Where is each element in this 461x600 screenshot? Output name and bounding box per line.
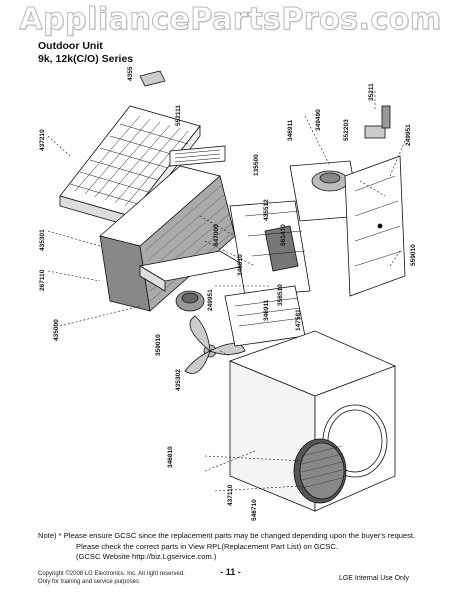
- note-line-1: Note) * Please ensure GCSC since the rep…: [38, 531, 416, 540]
- note: Note) * Please ensure GCSC since the rep…: [38, 531, 415, 563]
- watermark: AppliancePartsPros.com: [19, 2, 442, 38]
- control-box: [229, 200, 311, 297]
- callout-4: 135500: [253, 154, 260, 176]
- page-number: - 11 -: [220, 567, 241, 577]
- exploded-view-diagram: 435511 437210 552111 135500 346911 34949…: [39, 66, 417, 521]
- title-line-1: Outdoor Unit: [38, 40, 103, 52]
- callout-9: 249951: [405, 124, 412, 146]
- base-pan: [138, 250, 247, 292]
- diagram-title: Outdoor Unit 9k, 12k(C/O) Series: [38, 40, 133, 66]
- callout-2: 437210: [39, 129, 46, 151]
- callout-labels: 435511 437210 552111 135500 346911 34949…: [39, 66, 417, 521]
- training-text: Only for training and service purposes: [38, 579, 140, 585]
- grille: [169, 145, 226, 167]
- callout-1: 435511: [127, 66, 134, 81]
- fan-blade: [184, 315, 246, 374]
- callout-24: 346810: [167, 446, 174, 468]
- internal-use-label: LGE Internal Use Only: [338, 575, 409, 582]
- callout-6: 349490: [315, 109, 322, 131]
- callout-26: 546710: [251, 499, 258, 521]
- callout-22: 147581: [295, 309, 302, 331]
- callout-5: 346911: [287, 119, 294, 141]
- title-line-2: 9k, 12k(C/O) Series: [38, 53, 134, 65]
- callout-23: 435302: [175, 369, 182, 391]
- callout-17: 435000: [53, 319, 60, 341]
- callout-7: 552203: [343, 119, 350, 141]
- callout-12: 435512: [263, 199, 270, 221]
- leader-lines: [47, 91, 406, 492]
- copyright-text: Copyright ©2008 LG Electronics. Inc. All…: [38, 571, 185, 577]
- callout-25: 437110: [227, 484, 234, 506]
- callout-20: 356510: [277, 284, 284, 306]
- callout-14: 267110: [39, 269, 46, 291]
- callout-3: 552111: [175, 105, 182, 126]
- callout-11: 435301: [39, 229, 46, 251]
- callout-8: 35211: [368, 83, 375, 101]
- note-line-3: (GCSC Website http://biz.Lgservice.com.): [76, 552, 217, 561]
- callout-15: 346810: [237, 254, 244, 276]
- compressor-assembly: [289, 160, 361, 222]
- discharge-grille: [293, 438, 347, 504]
- top-bracket: [139, 70, 166, 87]
- note-line-2: Please check the correct parts in View R…: [76, 541, 338, 551]
- callout-18: 249951: [207, 289, 214, 311]
- footer-copyright: Copyright ©2008 LG Electronics. Inc. All…: [38, 570, 185, 586]
- callout-21: 359010: [155, 334, 162, 356]
- fan-motor: [175, 290, 205, 312]
- callout-16: 559010: [410, 244, 417, 266]
- side-panel: [344, 155, 406, 297]
- callout-10: 647000: [213, 224, 220, 246]
- callout-13: 561410: [280, 224, 287, 246]
- service-valve: [364, 105, 391, 139]
- callout-19: 346911: [263, 299, 270, 321]
